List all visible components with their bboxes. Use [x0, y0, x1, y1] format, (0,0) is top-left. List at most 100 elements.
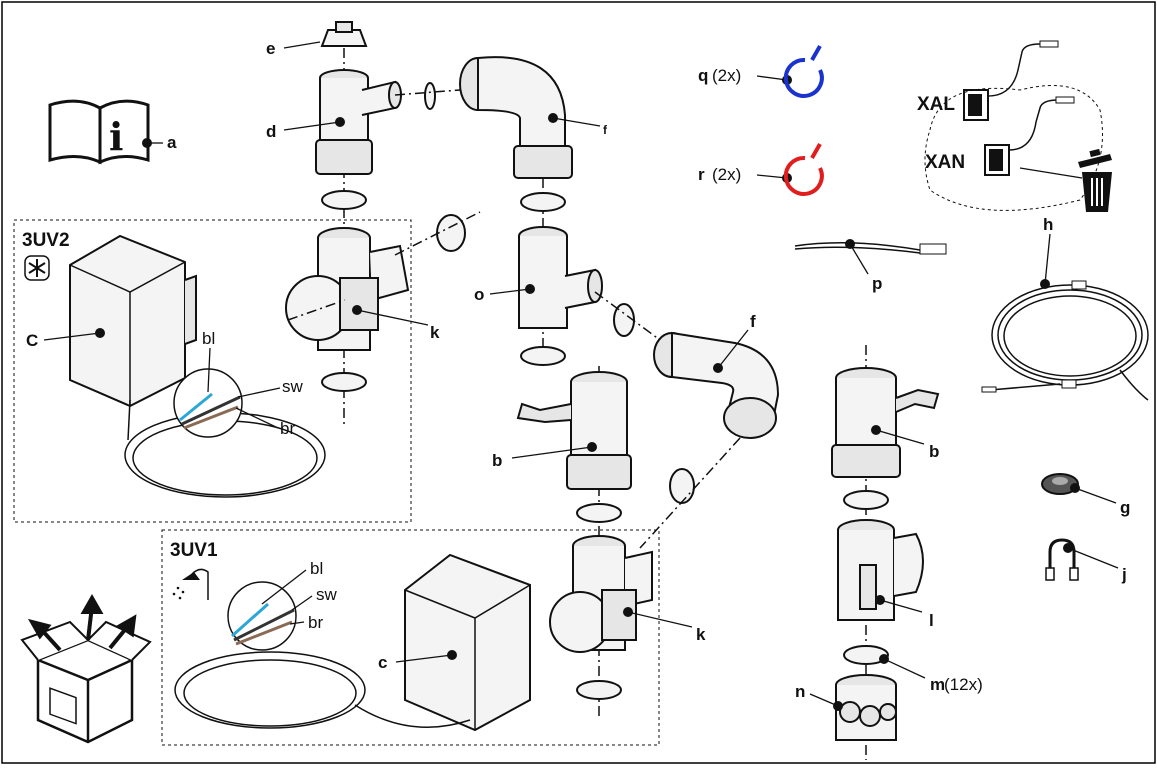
sensor-xal	[963, 40, 1059, 121]
part-l-flow-tee	[837, 519, 924, 621]
o-ring-red-r	[783, 143, 824, 196]
leader-line	[43, 332, 101, 341]
actuator-c	[404, 553, 531, 732]
leader-line	[756, 174, 788, 179]
wire-sw-3uv1: sw	[316, 585, 338, 604]
part-b-ball-valve-right	[831, 367, 940, 478]
axis-k-gasket	[394, 211, 481, 256]
leader-line	[1044, 233, 1051, 285]
cable-coil-3uv1	[174, 651, 471, 729]
axis-f-k	[639, 437, 741, 549]
leader-line	[283, 121, 341, 131]
wire-br-3uv2: br	[280, 419, 295, 438]
sensor-xal-label: XAL	[917, 94, 955, 115]
leader-line	[552, 117, 601, 127]
axis-o-f	[594, 291, 661, 341]
wire-bl-3uv2: bl	[202, 329, 215, 348]
label-m: m	[930, 675, 945, 694]
gasket	[520, 346, 566, 366]
kit-3uv2-box	[13, 219, 412, 523]
trash-bin-icon	[1078, 148, 1112, 212]
part-k-3way-valve-lower	[549, 535, 653, 653]
leader-line	[1019, 167, 1083, 179]
label-j: j	[1121, 565, 1127, 584]
label-n: n	[795, 682, 805, 701]
leader-line	[1067, 547, 1119, 569]
part-d-tee	[315, 69, 402, 175]
label-b-right: b	[929, 442, 939, 461]
label-h: h	[1043, 215, 1053, 234]
actuator-C	[69, 234, 197, 408]
kit-3uv2-title: 3UV2	[22, 230, 70, 251]
kit-3uv1-title: 3UV1	[170, 540, 218, 561]
part-e-nipple	[320, 21, 368, 47]
gasket	[321, 190, 367, 210]
leader-line	[289, 621, 305, 625]
open-box-icon	[20, 593, 152, 744]
sensor-xan	[984, 96, 1075, 176]
count-m: (12x)	[944, 675, 983, 694]
leader-line	[627, 611, 693, 628]
label-k-upper: k	[430, 323, 440, 342]
part-o-tee	[518, 226, 603, 329]
leader-line	[237, 387, 281, 398]
shower-icon	[172, 568, 209, 600]
leader-line	[207, 347, 211, 393]
sensor-xan-label: XAN	[925, 152, 965, 173]
wire-sw-3uv2: sw	[282, 377, 304, 396]
leader-line	[756, 75, 788, 81]
leader-line	[261, 569, 307, 605]
label-g: g	[1120, 498, 1130, 517]
part-j-jumper	[1045, 538, 1079, 581]
svg-text:i: i	[109, 114, 123, 159]
leader-line	[879, 599, 923, 613]
label-d: d	[266, 122, 276, 141]
leader-line	[395, 654, 453, 663]
label-k-lower: k	[696, 625, 706, 644]
wire-br-3uv1: br	[308, 613, 323, 632]
wire-bl-3uv1: bl	[310, 559, 323, 578]
gasket	[669, 468, 695, 504]
label-p: p	[872, 274, 882, 293]
label-b-left: b	[492, 451, 502, 470]
label-C: C	[26, 331, 38, 350]
part-b-ball-valve-left	[516, 371, 632, 490]
wire-zoom-3uv1	[227, 581, 297, 651]
leader-line	[356, 309, 429, 326]
leader-line	[235, 407, 279, 429]
gasket	[520, 192, 566, 212]
leader-line	[511, 446, 593, 459]
part-h-sensor-cable-coil	[981, 280, 1149, 401]
leader-line	[1074, 487, 1117, 504]
gasket	[576, 503, 622, 523]
count-r: (2x)	[712, 165, 741, 184]
leader-line	[883, 658, 926, 679]
part-f-elbow-upper	[459, 56, 573, 179]
gasket	[843, 490, 889, 510]
gasket	[321, 372, 367, 392]
label-f-lower: f	[750, 312, 756, 331]
label-a: a	[167, 133, 177, 152]
label-q: q	[698, 66, 708, 85]
label-r: r	[698, 165, 705, 184]
leader-line	[291, 595, 313, 611]
part-k-3way-valve-upper	[285, 227, 410, 351]
gasket-m	[843, 645, 889, 665]
label-c: c	[378, 653, 387, 672]
leader-line	[717, 329, 749, 369]
axis-d-f	[394, 89, 461, 96]
gasket	[424, 82, 436, 110]
part-n-union-nut	[835, 674, 897, 741]
leader-line	[489, 288, 531, 295]
leader-line	[809, 693, 839, 707]
gasket	[436, 214, 466, 252]
count-q: (2x)	[712, 66, 741, 85]
kit-3uv1-box	[161, 529, 660, 746]
part-f-elbow-lower	[653, 331, 780, 439]
wire-zoom-3uv2	[173, 368, 243, 438]
gasket	[576, 680, 622, 700]
label-f-upper: f	[603, 123, 608, 137]
